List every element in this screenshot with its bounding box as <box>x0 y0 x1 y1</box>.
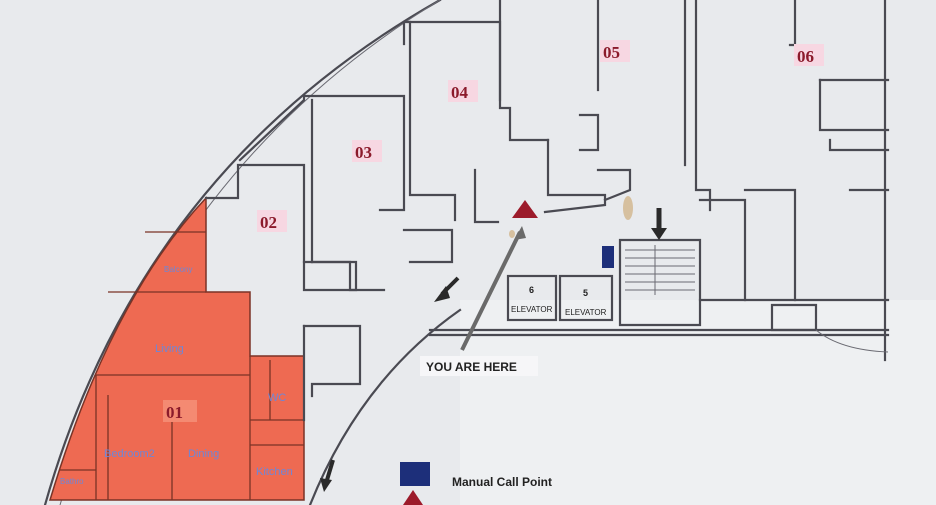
room-label-bedroom2: Bedroom2 <box>104 448 155 460</box>
room-label-dining: Dining <box>188 448 219 460</box>
manual-call-point-marker <box>602 246 614 268</box>
svg-text:04: 04 <box>451 83 469 102</box>
legend-you-are-here-icon <box>403 490 423 505</box>
corridor-curve-right <box>815 329 889 353</box>
room-label-balcony: Balcony <box>164 265 192 274</box>
unit-label-03: 03 <box>352 140 382 162</box>
svg-text:06: 06 <box>797 47 814 66</box>
you-are-here-pointer-head <box>514 226 526 240</box>
unit-label-01: 01 <box>163 400 197 422</box>
exit-arrow-icon <box>434 276 460 302</box>
svg-text:01: 01 <box>166 403 183 422</box>
room-label-living: Living <box>155 343 184 355</box>
svg-text:03: 03 <box>355 143 372 162</box>
paper-stain <box>623 196 633 220</box>
legend-call-point-icon <box>400 462 430 486</box>
you-are-here-label: YOU ARE HERE <box>426 360 517 374</box>
room-label-kitchen: Kitchen <box>256 466 293 478</box>
unit-label-02: 02 <box>257 210 287 232</box>
you-are-here-marker <box>512 200 538 218</box>
outer-curved-wall <box>43 0 442 505</box>
corridor-curve-wall <box>308 308 462 505</box>
unit-label-06: 06 <box>794 44 824 66</box>
elevator-5-number: 5 <box>583 288 588 298</box>
stair-treads <box>625 245 695 295</box>
unit-01-highlight <box>48 196 305 501</box>
svg-text:05: 05 <box>603 43 620 62</box>
svg-text:02: 02 <box>260 213 277 232</box>
room-label-wc: WC <box>268 392 286 404</box>
you-are-here-label-bg <box>420 356 538 376</box>
you-are-here-pointer <box>460 231 522 351</box>
elevator-6-number: 6 <box>529 285 534 295</box>
exit-arrow-down-icon <box>651 208 667 240</box>
unit-01-walls <box>60 231 304 500</box>
room-label-bathroom: Bathro <box>60 477 84 486</box>
elevator-5-label: ELEVATOR <box>565 308 607 317</box>
paper-stain-small <box>509 230 515 238</box>
unit-label-05: 05 <box>600 40 630 62</box>
exit-arrow-bottom-icon <box>320 459 335 492</box>
building-walls <box>204 0 890 422</box>
elevator-6-label: ELEVATOR <box>511 305 553 314</box>
unit-label-04: 04 <box>448 80 478 102</box>
legend-manual-call-point: Manual Call Point <box>452 475 552 489</box>
